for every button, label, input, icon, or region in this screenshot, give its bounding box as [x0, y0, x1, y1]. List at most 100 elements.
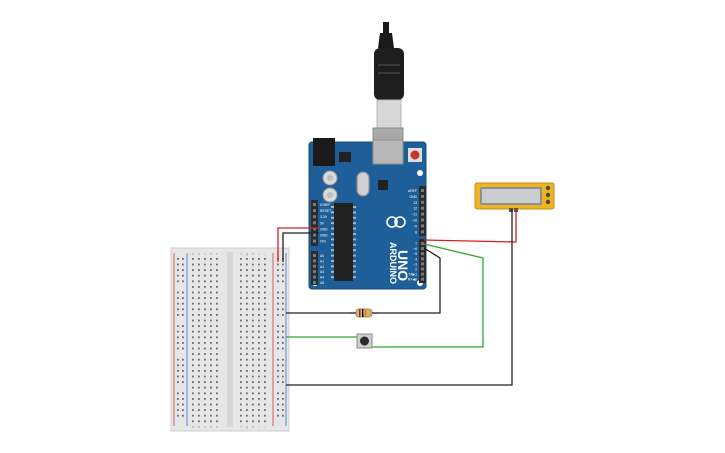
breadboard-hole[interactable] [258, 347, 260, 350]
breadboard-hole[interactable] [264, 381, 266, 383]
digital-header-lower[interactable] [419, 239, 426, 283]
rail-hole[interactable] [277, 375, 279, 378]
breadboard-hole[interactable] [264, 386, 266, 389]
breadboard-hole[interactable] [240, 364, 242, 367]
breadboard-hole[interactable] [204, 302, 206, 305]
breadboard-hole[interactable] [204, 330, 206, 333]
breadboard-hole[interactable] [216, 325, 218, 327]
breadboard-hole[interactable] [252, 297, 254, 299]
breadboard-hole[interactable] [258, 364, 260, 367]
breadboard-hole[interactable] [192, 258, 194, 260]
breadboard-hole[interactable] [198, 330, 200, 333]
header-pin-hole[interactable] [421, 189, 424, 192]
breadboard-hole[interactable] [264, 353, 266, 355]
breadboard-hole[interactable] [198, 280, 200, 283]
breadboard-hole[interactable] [258, 403, 260, 406]
breadboard-hole[interactable] [204, 398, 206, 400]
rail-hole[interactable] [177, 308, 179, 311]
rail-hole[interactable] [182, 403, 184, 406]
breadboard-hole[interactable] [210, 420, 212, 423]
rail-hole[interactable] [182, 263, 184, 266]
breadboard-hole[interactable] [264, 403, 266, 406]
breadboard-hole[interactable] [264, 398, 266, 400]
breadboard-hole[interactable] [252, 286, 254, 288]
header-pin-hole[interactable] [421, 218, 424, 222]
rail-hole[interactable] [182, 274, 184, 277]
breadboard-hole[interactable] [198, 358, 200, 361]
breadboard-hole[interactable] [252, 347, 254, 350]
breadboard-hole[interactable] [204, 314, 206, 316]
breadboard-hole[interactable] [192, 370, 194, 372]
breadboard-hole[interactable] [210, 258, 212, 260]
breadboard-hole[interactable] [210, 319, 212, 322]
breadboard-hole[interactable] [240, 336, 242, 339]
breadboard-hole[interactable] [246, 420, 248, 423]
breadboard-hole[interactable] [246, 280, 248, 283]
breadboard-hole[interactable] [204, 392, 206, 395]
breadboard-hole[interactable] [210, 414, 212, 417]
breadboard-hole[interactable] [258, 386, 260, 389]
breadboard-hole[interactable] [216, 330, 218, 333]
rail-hole[interactable] [177, 258, 179, 260]
breadboard-hole[interactable] [192, 330, 194, 333]
breadboard-hole[interactable] [192, 364, 194, 367]
header-pin-hole[interactable] [313, 270, 316, 274]
rail-hole[interactable] [282, 263, 284, 266]
rail-hole[interactable] [177, 274, 179, 277]
breadboard-hole[interactable] [210, 302, 212, 305]
breadboard-hole[interactable] [216, 314, 218, 316]
breadboard-hole[interactable] [216, 297, 218, 299]
header-pin-hole[interactable] [421, 267, 424, 271]
breadboard-hole[interactable] [204, 420, 206, 423]
breadboard-hole[interactable] [252, 280, 254, 283]
breadboard-hole[interactable] [192, 386, 194, 389]
breadboard-hole[interactable] [264, 392, 266, 395]
breadboard-hole[interactable] [240, 319, 242, 322]
breadboard-hole[interactable] [258, 330, 260, 333]
breadboard-hole[interactable] [216, 274, 218, 277]
breadboard-hole[interactable] [198, 403, 200, 406]
breadboard-hole[interactable] [258, 353, 260, 355]
lcd-display[interactable] [474, 182, 555, 212]
header-pin-hole[interactable] [421, 277, 424, 281]
breadboard-hole[interactable] [240, 353, 242, 355]
breadboard-hole[interactable] [192, 375, 194, 378]
breadboard-hole[interactable] [198, 386, 200, 389]
rail-hole[interactable] [182, 414, 184, 417]
rail-hole[interactable] [182, 392, 184, 395]
rail-hole[interactable] [277, 302, 279, 305]
breadboard-hole[interactable] [216, 336, 218, 339]
breadboard-hole[interactable] [192, 414, 194, 417]
header-pin-hole[interactable] [421, 272, 424, 276]
rail-hole[interactable] [182, 336, 184, 339]
breadboard-hole[interactable] [210, 353, 212, 355]
breadboard-hole[interactable] [210, 381, 212, 383]
rail-hole[interactable] [177, 370, 179, 372]
breadboard-hole[interactable] [240, 325, 242, 327]
header-pin-hole[interactable] [421, 242, 424, 245]
header-pin-hole[interactable] [313, 259, 316, 263]
rail-hole[interactable] [282, 364, 284, 367]
breadboard-hole[interactable] [264, 414, 266, 417]
breadboard-hole[interactable] [216, 358, 218, 361]
header-pin-hole[interactable] [421, 230, 424, 234]
rail-hole[interactable] [277, 392, 279, 395]
breadboard-hole[interactable] [240, 302, 242, 305]
breadboard-hole[interactable] [198, 398, 200, 400]
breadboard-hole[interactable] [210, 280, 212, 283]
rail-hole[interactable] [277, 364, 279, 367]
breadboard-hole[interactable] [216, 258, 218, 260]
header-pin-hole[interactable] [421, 262, 424, 266]
breadboard-hole[interactable] [240, 286, 242, 288]
breadboard-hole[interactable] [258, 358, 260, 361]
breadboard-hole[interactable] [264, 308, 266, 311]
breadboard-hole[interactable] [246, 392, 248, 395]
breadboard-hole[interactable] [252, 358, 254, 361]
breadboard-hole[interactable] [240, 297, 242, 299]
breadboard-hole[interactable] [198, 353, 200, 355]
breadboard-hole[interactable] [240, 386, 242, 389]
breadboard-hole[interactable] [264, 370, 266, 372]
breadboard-hole[interactable] [258, 342, 260, 344]
breadboard-hole[interactable] [210, 342, 212, 344]
rail-hole[interactable] [182, 330, 184, 333]
